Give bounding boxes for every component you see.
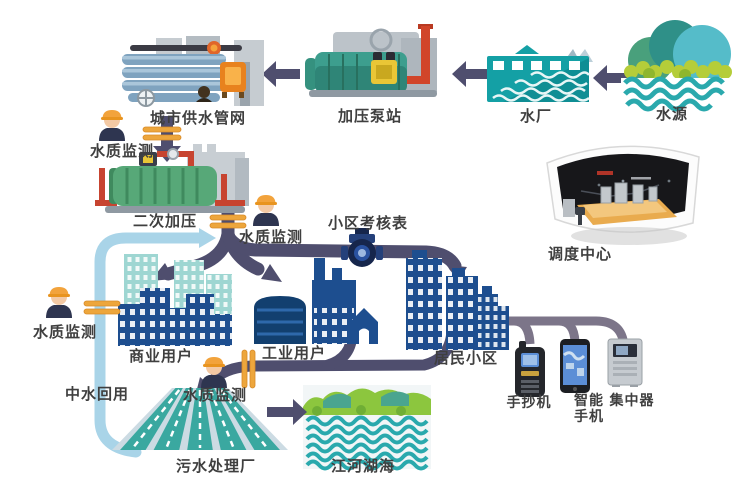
residential-area-label: 居民小区 xyxy=(433,350,499,367)
pump-station-label: 加压泵站 xyxy=(337,108,403,125)
worker-icon-mid xyxy=(253,195,279,226)
district-meter-label: 小区考核表 xyxy=(327,215,409,232)
industrial-users-icon xyxy=(254,258,378,344)
commercial-users-icon xyxy=(118,254,232,346)
dispatch-center-label: 调度中心 xyxy=(547,246,613,263)
water-plant-icon xyxy=(487,45,593,102)
arrow-pump-to-network xyxy=(262,61,300,87)
concentrator-icon xyxy=(607,338,643,387)
sewage-plant-label: 污水处理厂 xyxy=(175,458,257,475)
arrow-plant-to-pump xyxy=(452,61,488,87)
residential-area-icon xyxy=(406,250,509,350)
handheld-reader-label: 手抄机 xyxy=(506,394,552,410)
smartphone-icon xyxy=(560,339,590,393)
sewage-plant-icon xyxy=(112,388,288,450)
smartphone-label-line1: 智能 xyxy=(574,392,604,408)
district-meter-icon xyxy=(341,228,383,267)
smartphone-label-line2: 手机 xyxy=(574,408,604,424)
water-source-icon xyxy=(621,20,735,112)
monitor-mid-label: 水质监测 xyxy=(238,229,304,246)
city-network-icon xyxy=(122,36,264,107)
rivers-label: 江河湖海 xyxy=(330,458,396,475)
monitor-bars xyxy=(83,126,256,389)
worker-icon-left xyxy=(46,287,72,318)
monitor-sewage-label: 水质监测 xyxy=(182,387,248,404)
secondary-pressure-icon xyxy=(95,144,249,213)
concentrator-label: 集中器 xyxy=(609,392,655,408)
arrow-source-to-plant xyxy=(593,65,637,91)
water-source-label: 水源 xyxy=(655,106,689,123)
commercial-users-label: 商业用户 xyxy=(128,348,194,365)
worker-icon-top xyxy=(99,110,125,141)
device-pipes xyxy=(492,316,629,347)
monitor-top-label: 水质监测 xyxy=(89,143,155,160)
dispatch-center-icon xyxy=(546,145,700,245)
water-plant-label: 水厂 xyxy=(519,108,553,125)
industrial-users-label: 工业用户 xyxy=(261,345,327,362)
water-reuse-label: 中水回用 xyxy=(64,386,130,403)
rivers-icon xyxy=(303,385,431,471)
monitor-left-label: 水质监测 xyxy=(32,324,98,341)
secondary-pressure-label: 二次加压 xyxy=(132,213,198,230)
arrow-sewage-to-rivers xyxy=(267,399,307,425)
city-network-label: 城市供水管网 xyxy=(149,110,247,127)
smartphone-label: 智能 手机 xyxy=(574,392,604,424)
handheld-reader-icon xyxy=(515,341,545,397)
pump-station-icon xyxy=(305,24,437,97)
